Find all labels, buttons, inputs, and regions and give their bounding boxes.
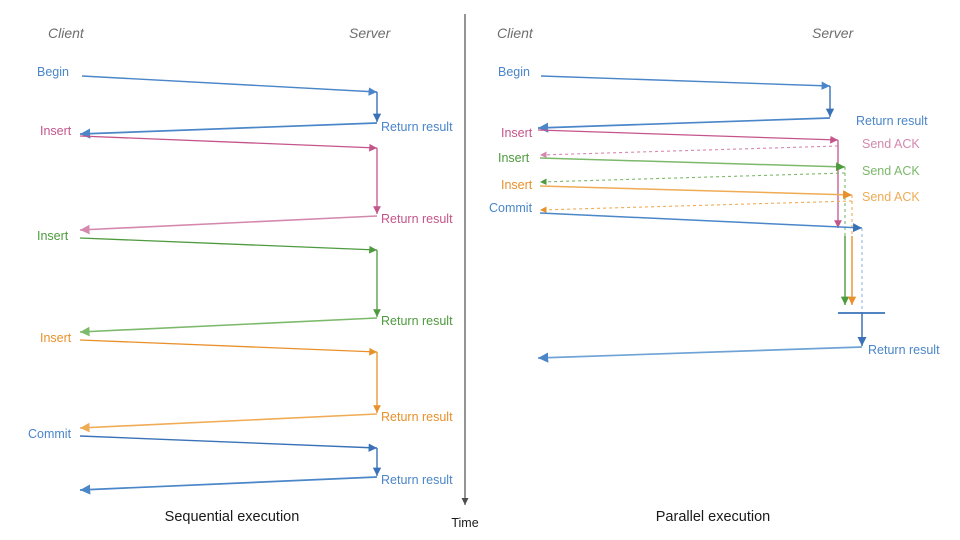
right-client-label-insert-2: Insert [498, 151, 530, 165]
right-server-label-return-1: Return result [856, 114, 928, 128]
right-msg-insert-3 [539, 185, 857, 305]
left-client-label-insert-1: Insert [40, 124, 72, 138]
left-server-label-return-1: Return result [381, 120, 453, 134]
left-server-label-return-2: Return result [381, 212, 453, 226]
left-client-label-commit: Commit [28, 427, 72, 441]
right-client-label-insert-1: Insert [501, 126, 533, 140]
left-msg-insert-3 [79, 339, 381, 433]
right-client-label-insert-3: Insert [501, 178, 533, 192]
right-msg-insert-1 [537, 129, 842, 228]
right-server-label-ack-3: Send ACK [862, 190, 920, 204]
left-msg-insert-2 [79, 237, 381, 337]
left-server-label-return-3: Return result [381, 314, 453, 328]
right-server-label-return-2: Return result [868, 343, 940, 357]
left-header-client: Client [48, 25, 85, 41]
left-panel-sequential: Client Server [28, 25, 453, 525]
left-msg-insert-1 [79, 135, 381, 235]
right-client-label-commit: Commit [489, 201, 533, 215]
left-client-label-insert-3: Insert [40, 331, 72, 345]
right-msg-commit [537, 212, 885, 363]
right-msg-begin [537, 75, 835, 133]
right-panel-parallel: Client Server [489, 25, 940, 525]
left-server-label-return-4: Return result [381, 410, 453, 424]
right-client-label-begin: Begin [498, 65, 530, 79]
left-panel-caption: Sequential execution [165, 509, 300, 525]
right-header-client: Client [497, 25, 534, 41]
time-axis: Time [451, 14, 479, 530]
left-msg-begin [79, 75, 382, 139]
time-axis-label: Time [451, 516, 478, 530]
right-server-label-ack-1: Send ACK [862, 137, 920, 151]
right-panel-caption: Parallel execution [656, 509, 770, 525]
left-header-server: Server [349, 25, 392, 41]
left-client-label-insert-2: Insert [37, 229, 69, 243]
left-msg-commit [79, 435, 382, 495]
right-header-server: Server [812, 25, 855, 41]
left-server-label-return-5: Return result [381, 473, 453, 487]
right-msg-insert-2 [539, 157, 850, 305]
left-client-label-begin: Begin [37, 65, 69, 79]
right-server-label-ack-2: Send ACK [862, 164, 920, 178]
